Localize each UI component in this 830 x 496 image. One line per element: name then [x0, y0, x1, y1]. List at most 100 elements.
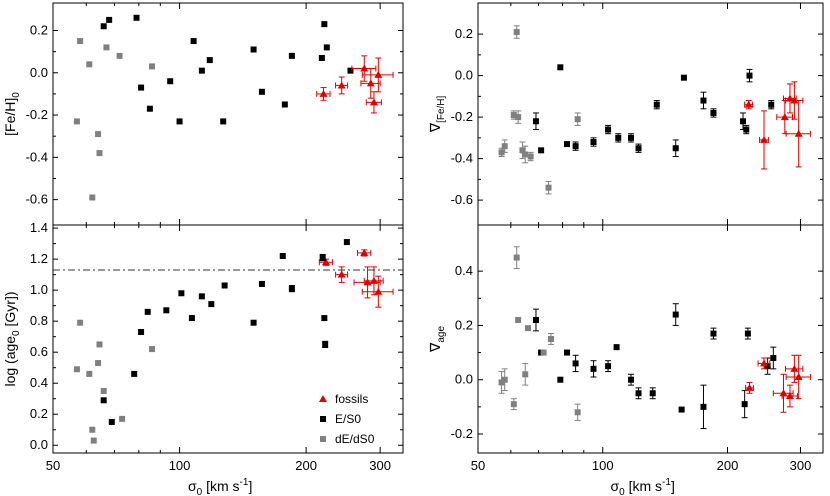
y-tick-label: 1.4 — [30, 220, 48, 235]
y-tick-label: 0.0 — [455, 68, 473, 83]
data-point-es0 — [635, 390, 642, 397]
data-point-de — [513, 29, 520, 36]
data-point-de — [73, 118, 80, 125]
data-point-es0 — [680, 74, 687, 81]
ylabel-main: ∇ — [427, 122, 443, 133]
data-point-fossils — [744, 100, 753, 108]
xlabel-end: ] — [671, 478, 675, 494]
data-point-es0 — [710, 109, 717, 116]
data-point-es0 — [564, 141, 571, 148]
data-point-es0 — [628, 376, 635, 383]
data-point-de — [501, 376, 508, 383]
data-point-fossils — [360, 64, 369, 72]
data-point-es0 — [743, 126, 750, 133]
data-point-es0 — [250, 46, 257, 53]
data-point-fossils — [337, 81, 346, 89]
data-point-de — [524, 325, 531, 332]
data-point-es0 — [208, 301, 215, 308]
data-point-es0 — [653, 101, 660, 108]
y-tick-label: 0.2 — [455, 26, 473, 41]
y-axis-label: [Fe/H]0 — [2, 92, 22, 136]
data-point-es0 — [144, 308, 151, 315]
data-point-fossils — [366, 79, 375, 87]
legend-marker — [320, 436, 326, 442]
data-point-es0 — [564, 349, 571, 356]
data-point-es0 — [615, 134, 622, 141]
plot-frame — [477, 2, 824, 226]
y-tick-label: 0.2 — [455, 317, 473, 332]
data-point-fossils — [790, 96, 799, 104]
legend-label: dE/dS0 — [335, 432, 375, 446]
data-point-es0 — [138, 329, 145, 336]
ylabel-main: [Fe/H] — [2, 98, 18, 136]
data-point-de — [547, 336, 554, 342]
data-point-es0 — [770, 355, 777, 361]
data-point-es0 — [188, 315, 195, 322]
x-tick-label: 300 — [369, 458, 391, 473]
data-point-es0 — [221, 282, 228, 289]
data-point-de — [515, 317, 522, 323]
y-tick-label: -0.6 — [26, 192, 48, 207]
data-point-es0 — [100, 397, 107, 404]
data-point-de — [527, 153, 534, 160]
data-point-es0 — [220, 118, 227, 125]
x-tick-label: 100 — [592, 458, 614, 473]
data-point-es0 — [138, 84, 145, 91]
data-point-es0 — [532, 118, 539, 125]
data-point-de — [116, 52, 123, 59]
x-tick-label: 200 — [717, 458, 739, 473]
data-point-es0 — [250, 319, 257, 326]
data-point-es0 — [176, 118, 183, 125]
data-point-es0 — [628, 134, 635, 141]
x-tick-label: 50 — [471, 458, 485, 473]
data-point-es0 — [613, 344, 620, 351]
data-point-es0 — [557, 376, 564, 383]
y-axis-label: ∇[Fe/H] — [427, 95, 447, 133]
xlabel-tail: [km s — [625, 478, 662, 494]
data-point-es0 — [108, 418, 115, 425]
data-point-es0 — [649, 390, 656, 397]
y-tick-label: -0.2 — [451, 426, 473, 441]
y-tick-label: 0.4 — [455, 263, 473, 278]
data-point-fossils — [374, 70, 383, 78]
y-tick-label: 0.2 — [30, 406, 48, 421]
data-point-fossils — [785, 392, 794, 399]
data-point-de — [95, 360, 102, 367]
data-point-de — [95, 131, 102, 138]
data-point-de — [513, 254, 520, 261]
data-point-es0 — [741, 401, 748, 408]
y-tick-label: 0.0 — [455, 372, 473, 387]
ylabel-sub: 0 — [11, 330, 22, 336]
data-point-es0 — [323, 44, 330, 51]
data-point-fossils — [760, 359, 769, 367]
xlabel-sub: 0 — [619, 487, 625, 496]
y-tick-label: -0.4 — [451, 151, 473, 166]
y-axis-label: ∇age — [427, 326, 447, 353]
data-point-de — [103, 44, 110, 51]
data-point-de — [545, 184, 552, 191]
data-point-es0 — [258, 280, 265, 287]
data-point-es0 — [190, 38, 197, 45]
data-point-fossils — [745, 383, 754, 391]
data-point-de — [574, 116, 581, 123]
x-tick-label: 200 — [295, 458, 317, 473]
data-point-es0 — [206, 57, 213, 64]
data-point-de — [515, 114, 522, 121]
data-point-es0 — [258, 88, 265, 95]
y-tick-label: 1.2 — [30, 251, 48, 266]
data-point-de — [498, 149, 505, 156]
data-point-es0 — [590, 365, 597, 372]
data-point-es0 — [279, 253, 286, 260]
data-point-fossils — [321, 258, 330, 266]
data-point-fossils — [779, 389, 788, 397]
data-point-es0 — [100, 23, 107, 30]
plot-frame — [52, 2, 404, 226]
data-point-es0 — [321, 21, 328, 28]
plot-frame — [52, 224, 404, 454]
data-point-es0 — [133, 14, 140, 21]
data-point-es0 — [131, 370, 138, 377]
data-point-de — [89, 426, 96, 433]
ylabel-sub: [Fe/H] — [436, 95, 447, 122]
data-point-es0 — [746, 72, 753, 79]
